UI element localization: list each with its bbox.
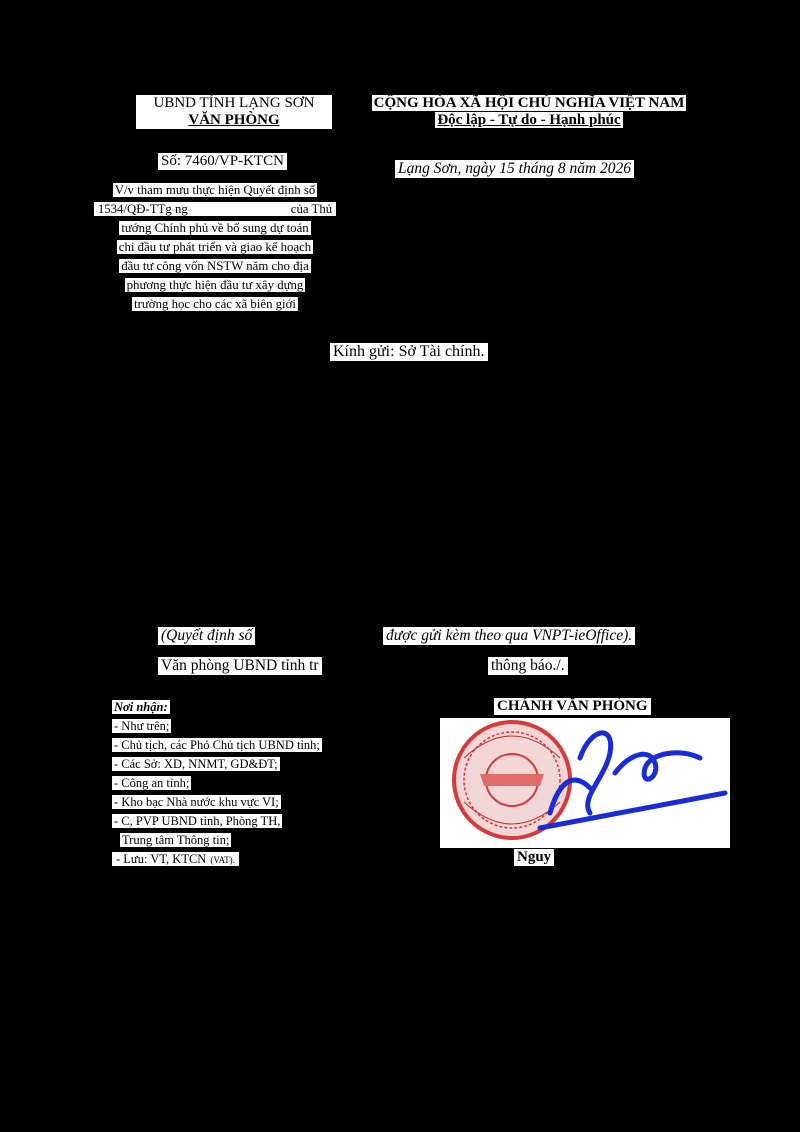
subject-line: chi đầu tư phát triển và giao kế hoạch (116, 240, 314, 254)
recipient-line: Kính gửi: Sở Tài chính. (330, 343, 488, 362)
attachment-note-left: (Quyết định số (158, 627, 256, 645)
national-title: CỘNG HÒA XÃ HỘI CHỦ NGHĨA VIỆT NAM (371, 95, 687, 111)
official-stamp-icon (440, 718, 730, 848)
national-slogan: Độc lập - Tự do - Hạnh phúc (435, 112, 623, 128)
list-item: - Kho bạc Nhà nước khu vực VI; (112, 795, 281, 809)
office-note-left: Văn phòng UBND tỉnh tr (158, 657, 322, 675)
subject-line: tướng Chính phủ về bổ sung dự toán (119, 221, 311, 235)
recipients-heading: Nơi nhận: (112, 700, 170, 714)
subject-block: V/v tham mưu thực hiện Quyết định số 153… (90, 181, 340, 314)
subject-line: trường học cho các xã biên giới (132, 297, 298, 311)
attachment-note-right: được gửi kèm theo qua VNPT-ieOffice). (383, 627, 636, 645)
list-item: - Như trên; (112, 719, 172, 733)
national-motto: CỘNG HÒA XÃ HỘI CHỦ NGHĨA VIỆT NAM Độc l… (358, 95, 700, 129)
list-item: Trung tâm Thông tin; (120, 833, 232, 847)
recipients-list: Nơi nhận: - Như trên; - Chủ tịch, các Ph… (112, 698, 378, 870)
list-item: - Chủ tịch, các Phó Chủ tịch UBND tỉnh; (112, 738, 322, 752)
office-note-right: thông báo./. (488, 657, 568, 675)
signer-title: CHÁNH VĂN PHÒNG (494, 698, 651, 716)
document-number: Số: 7460/VP-KTCN (158, 153, 287, 171)
stamp-and-signature (440, 718, 730, 848)
list-item: - Công an tỉnh; (112, 776, 192, 790)
dateline: Lạng Sơn, ngày 15 tháng 8 năm 2026 (395, 160, 635, 178)
redacted-mark (189, 204, 289, 217)
agency-name: UBND TỈNH LẠNG SƠN (136, 95, 332, 112)
list-item: - Lưu: VT, KTCN(VAT). (112, 850, 378, 870)
subject-line: V/v tham mưu thực hiện Quyết định số (112, 183, 318, 197)
subject-line: phương thực hiện đầu tư xây dựng (124, 278, 306, 292)
list-item: - C, PVP UBND tỉnh, Phòng TH, (112, 814, 283, 828)
agency-office: VĂN PHÒNG (136, 112, 332, 129)
subject-line: đầu tư công vốn NSTW năm cho địa (119, 259, 311, 273)
signer-name: Nguy (514, 849, 555, 867)
agency-header: UBND TỈNH LẠNG SƠN VĂN PHÒNG (136, 95, 332, 129)
list-item: - Các Sở: XD, NNMT, GD&ĐT; (112, 757, 280, 771)
